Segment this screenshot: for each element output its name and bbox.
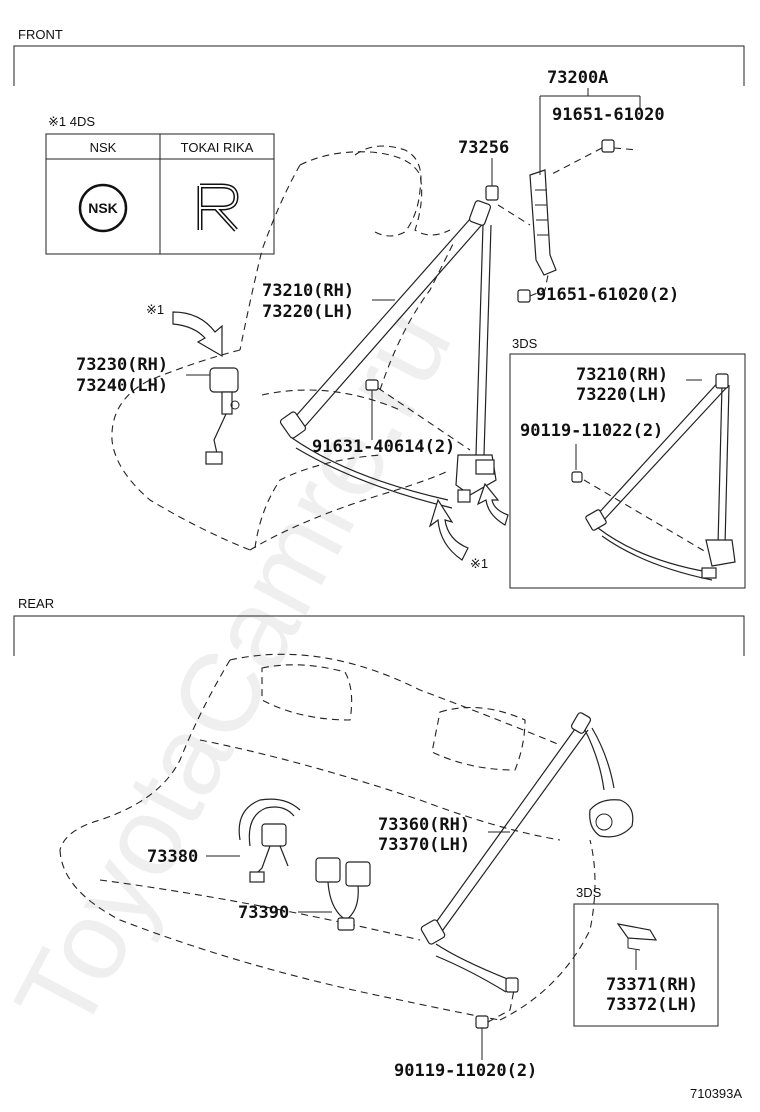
variant-header-nsk: NSK [90,140,117,155]
nsk-logo: NSK [78,183,128,233]
rear-buckle-73390 [315,857,371,931]
inset-front-title: 3DS [512,336,538,351]
label-73380: 73380 [147,847,198,867]
rear-outer-belt [420,712,634,993]
variant-table: ※1 4DS NSK TOKAI RIKA NSK [45,114,275,255]
label-90119-11020: 90119-11020(2) [394,1061,537,1081]
inset-rear-title: 3DS [576,885,602,900]
inset-label-73220-lh: 73220(LH) [576,385,668,405]
label-73360-rh: 73360(RH) [378,815,470,835]
adjuster-73200a [485,139,639,303]
label-73370-lh: 73370(LH) [378,835,470,855]
front-bracket [13,45,745,86]
inset-3ds-rear: 3DS 73371(RH) 73372(LH) [573,885,719,1027]
inset-label-73372-lh: 73372(LH) [606,995,698,1015]
rear-anchor-bolt [475,989,515,1029]
rear-buckle-73380 [238,798,301,883]
label-73240-lh: 73240(LH) [76,376,168,396]
rear-seat-outline [59,653,596,1021]
label-73256: 73256 [458,138,509,158]
watermark: ToyotaCamre.ru [0,289,475,1051]
note-1-bottom: ※1 [470,556,488,571]
rear-bracket [13,615,745,656]
label-91651-61020-top: 91651-61020 [552,105,665,125]
label-91631-40614: 91631-40614(2) [312,437,455,457]
label-73390: 73390 [238,903,289,923]
inset-label-73210-rh: 73210(RH) [576,365,668,385]
section-label-front: FRONT [18,27,63,42]
section-label-rear: REAR [18,596,54,611]
inset-label-90119-11022: 90119-11022(2) [520,421,663,441]
front-seat-outline [111,145,456,551]
label-73230-rh: 73230(RH) [76,355,168,375]
diagram-code: 710393A [690,1086,742,1101]
front-seat-belt [279,200,497,509]
label-73200a: 73200A [547,68,608,88]
callout-arrows [172,311,509,561]
anchor-bolt-91631 [365,379,471,451]
variant-header-tokai-rika: TOKAI RIKA [181,140,254,155]
label-73210-rh: 73210(RH) [262,281,354,301]
inset-label-73371-rh: 73371(RH) [606,975,698,995]
front-buckle [205,367,240,465]
label-73220-lh: 73220(LH) [262,302,354,322]
label-91651-61020-mid: 91651-61020(2) [536,285,679,305]
leader-73200a [539,88,641,175]
tokai-rika-logo [197,183,239,232]
variant-table-title: ※1 4DS [48,114,95,129]
inset-3ds-front: 3DS 73210(RH) 73220(LH) 90119-11022(2) [509,336,746,589]
note-1-top: ※1 [146,302,164,317]
svg-text:NSK: NSK [88,200,118,216]
